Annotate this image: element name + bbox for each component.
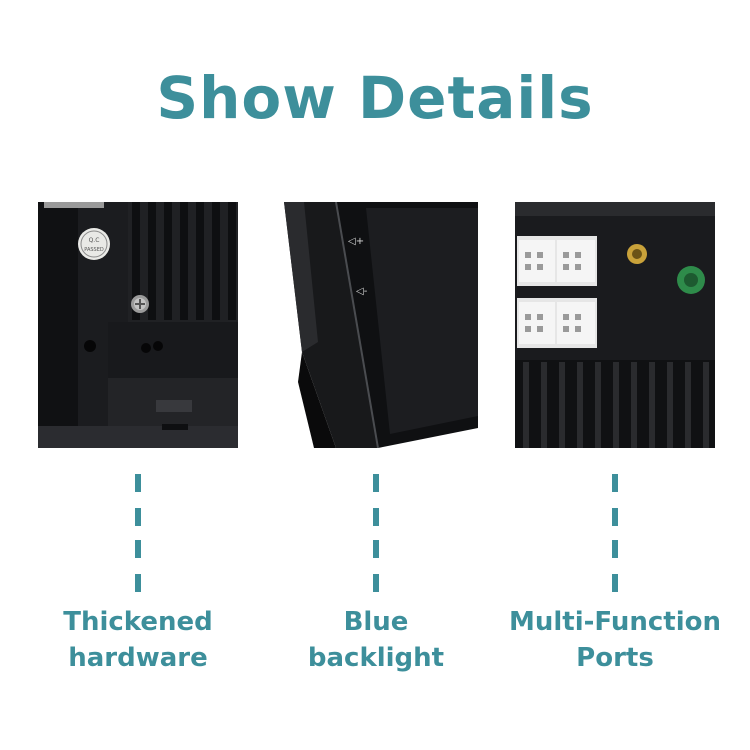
multi-function-ports-icon — [515, 202, 715, 448]
sticker-text-top: Q.C — [89, 237, 100, 244]
caption-line-1: Blue — [343, 607, 409, 637]
dashed-connector-middle — [373, 474, 379, 592]
dashed-line-icon — [612, 474, 618, 592]
caption-multi-function-ports: Multi-Function Ports — [495, 604, 735, 676]
thickened-hardware-icon: Q.C PASSED — [38, 202, 238, 448]
dashed-connector-right — [612, 474, 618, 592]
dashed-line-icon — [135, 474, 141, 592]
volume-up-label: ◁+ — [348, 236, 364, 247]
multi-function-ports-photo — [515, 202, 715, 448]
caption-line-1: Multi-Function — [508, 607, 722, 637]
caption-line-2: hardware — [68, 643, 208, 673]
blue-backlight-icon: ◁+ ◁- — [278, 202, 478, 448]
caption-line-2: backlight — [307, 643, 445, 673]
page-title: Show Details — [156, 64, 594, 132]
caption-thickened-hardware: Thickened hardware — [18, 604, 258, 676]
dashed-line-icon — [373, 474, 379, 592]
sticker-text-bottom: PASSED — [84, 247, 104, 253]
dashed-connector-left — [135, 474, 141, 592]
caption-line-1: Thickened — [63, 607, 213, 637]
caption-blue-backlight: Blue backlight — [256, 604, 496, 676]
thickened-hardware-photo: Q.C PASSED — [38, 202, 238, 448]
volume-down-label: ◁- — [356, 286, 368, 297]
blue-backlight-photo: ◁+ ◁- — [278, 202, 478, 448]
caption-line-2: Ports — [576, 643, 654, 673]
